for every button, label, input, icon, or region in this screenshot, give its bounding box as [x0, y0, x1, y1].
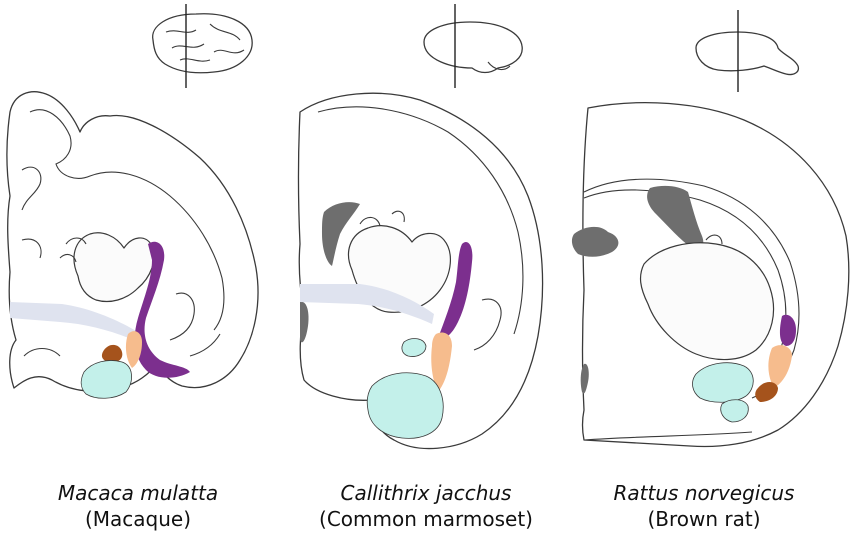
marmoset-ventricle — [322, 202, 360, 266]
marmoset-ventricle-2 — [300, 301, 309, 343]
rat-ventricle — [647, 185, 704, 250]
macaque-common-name: (Macaque) — [84, 507, 192, 531]
rat-ventricle-3 — [580, 363, 589, 394]
marmoset-cyan-region — [366, 372, 444, 439]
macaque-species-name: Macaca mulatta — [57, 481, 219, 505]
macaque-cyan-region — [80, 360, 132, 399]
marmoset-caption: Callithrix jacchus (Common marmoset) — [296, 480, 556, 532]
rat-panel — [571, 10, 850, 448]
rat-species-name: Rattus norvegicus — [613, 481, 795, 505]
rat-brown-region — [755, 382, 778, 402]
marmoset-common-name: (Common marmoset) — [319, 507, 533, 531]
rat-purple-region — [779, 314, 796, 346]
rat-cyan-region-2 — [720, 399, 749, 423]
macaque-panel — [6, 4, 259, 399]
rat-cyan-region — [692, 362, 754, 403]
marmoset-tract — [300, 284, 434, 324]
rat-common-name: (Brown rat) — [647, 507, 761, 531]
marmoset-cyan-region-2 — [401, 338, 427, 357]
marmoset-brain-icon — [423, 4, 523, 88]
macaque-brain-icon — [152, 4, 253, 88]
macaque-brown-region — [101, 344, 123, 363]
marmoset-panel — [297, 4, 544, 450]
rat-brain-icon — [695, 10, 800, 92]
macaque-peach-region — [125, 331, 142, 368]
rat-striatum — [639, 242, 775, 361]
rat-ventricle-2 — [571, 226, 619, 257]
macaque-tract — [10, 302, 138, 342]
marmoset-peach-region — [431, 332, 452, 392]
marmoset-purple-region — [438, 242, 473, 339]
rat-caption: Rattus norvegicus (Brown rat) — [574, 480, 834, 532]
macaque-caption: Macaca mulatta (Macaque) — [8, 480, 268, 532]
marmoset-species-name: Callithrix jacchus — [340, 481, 512, 505]
rat-peach-region — [768, 345, 792, 388]
macaque-purple-region — [134, 241, 190, 378]
